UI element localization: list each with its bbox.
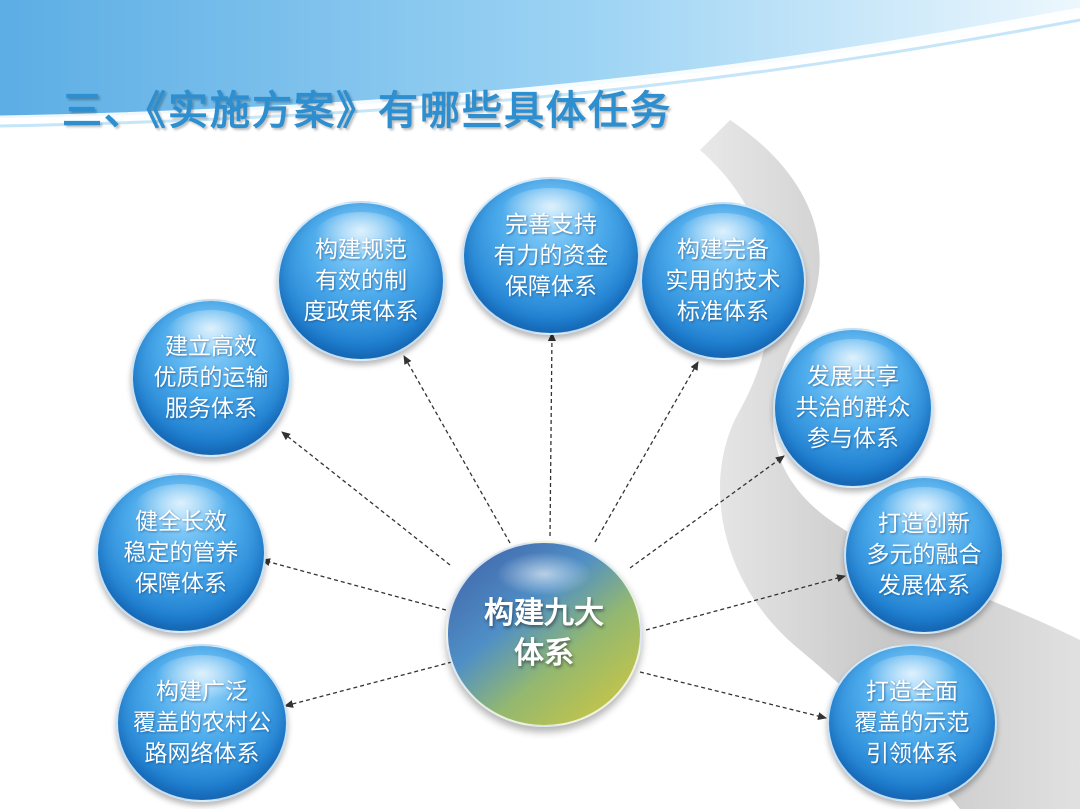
- node-label-line: 发展体系: [878, 572, 970, 599]
- node-label-line: 路网络体系: [144, 740, 260, 767]
- slide-title: 三、《实施方案》有哪些具体任务: [62, 88, 672, 134]
- arrow-to-integration: [645, 574, 846, 631]
- node-technical-standard: 构建完备实用的技术标准体系: [640, 202, 806, 360]
- node-label-line: 稳定的管养: [123, 539, 239, 566]
- node-label-line: 构建完备: [677, 236, 769, 263]
- arrow-to-rural-network: [284, 661, 453, 708]
- center-label-line: 体系: [514, 636, 574, 671]
- node-label-line: 覆盖的示范: [854, 709, 970, 736]
- node-label-line: 标准体系: [677, 298, 769, 325]
- node-label: 构建广泛覆盖的农村公路网络体系: [123, 677, 281, 770]
- arrow-to-public-participation: [629, 455, 785, 569]
- node-funding: 完善支持有力的资金保障体系: [462, 177, 640, 335]
- node-maintenance: 健全长效稳定的管养保障体系: [96, 473, 266, 633]
- arrow-to-funding: [547, 332, 556, 537]
- arrow-to-technical-standard: [594, 361, 699, 543]
- node-label: 构建规范有效的制度政策体系: [294, 235, 429, 328]
- node-label-line: 度政策体系: [303, 298, 419, 325]
- node-label-line: 有力的资金: [493, 242, 609, 269]
- center-node: 构建九大 体系: [446, 541, 642, 727]
- arrow-to-transport-service: [281, 431, 451, 566]
- node-label: 构建完备实用的技术标准体系: [656, 235, 791, 328]
- node-label-line: 打造全面: [866, 678, 958, 705]
- node-label: 健全长效稳定的管养保障体系: [114, 507, 249, 600]
- node-label-line: 完善支持: [505, 211, 597, 238]
- node-policy: 构建规范有效的制度政策体系: [277, 201, 445, 361]
- arrow-to-demonstration: [639, 671, 827, 720]
- node-label-line: 引领体系: [866, 740, 958, 767]
- node-label: 建立高效优质的运输服务体系: [144, 332, 279, 425]
- top-wave: [0, 0, 1080, 118]
- arrow-to-maintenance: [261, 558, 447, 611]
- node-label-line: 发展共享: [807, 363, 899, 390]
- node-label: 发展共享共治的群众参与体系: [786, 362, 921, 455]
- node-label-line: 服务体系: [165, 395, 257, 422]
- arrow-to-policy: [403, 355, 511, 544]
- center-label-line: 构建九大: [484, 596, 604, 631]
- node-label-line: 共治的群众: [795, 394, 911, 421]
- node-integration: 打造创新多元的融合发展体系: [844, 476, 1004, 634]
- node-demonstration: 打造全面覆盖的示范引领体系: [827, 644, 997, 802]
- node-label-line: 实用的技术: [665, 267, 781, 294]
- node-label: 打造全面覆盖的示范引领体系: [845, 677, 980, 770]
- node-label-line: 保障体系: [505, 273, 597, 300]
- node-label-line: 有效的制: [315, 267, 407, 294]
- node-label: 打造创新多元的融合发展体系: [857, 509, 992, 602]
- node-label-line: 参与体系: [807, 425, 899, 452]
- node-label-line: 覆盖的农村公: [133, 709, 271, 736]
- node-label-line: 保障体系: [135, 570, 227, 597]
- node-public-participation: 发展共享共治的群众参与体系: [773, 328, 933, 488]
- node-label-line: 构建规范: [315, 236, 407, 263]
- node-label-line: 打造创新: [878, 510, 970, 537]
- node-label: 完善支持有力的资金保障体系: [484, 210, 619, 303]
- node-label-line: 优质的运输: [153, 364, 269, 391]
- node-label-line: 多元的融合: [866, 541, 982, 568]
- node-rural-network: 构建广泛覆盖的农村公路网络体系: [116, 644, 288, 802]
- node-label-line: 健全长效: [135, 508, 227, 535]
- center-label: 构建九大 体系: [484, 594, 604, 674]
- node-label-line: 构建广泛: [156, 678, 248, 705]
- node-transport-service: 建立高效优质的运输服务体系: [131, 299, 291, 457]
- node-label-line: 建立高效: [165, 333, 257, 360]
